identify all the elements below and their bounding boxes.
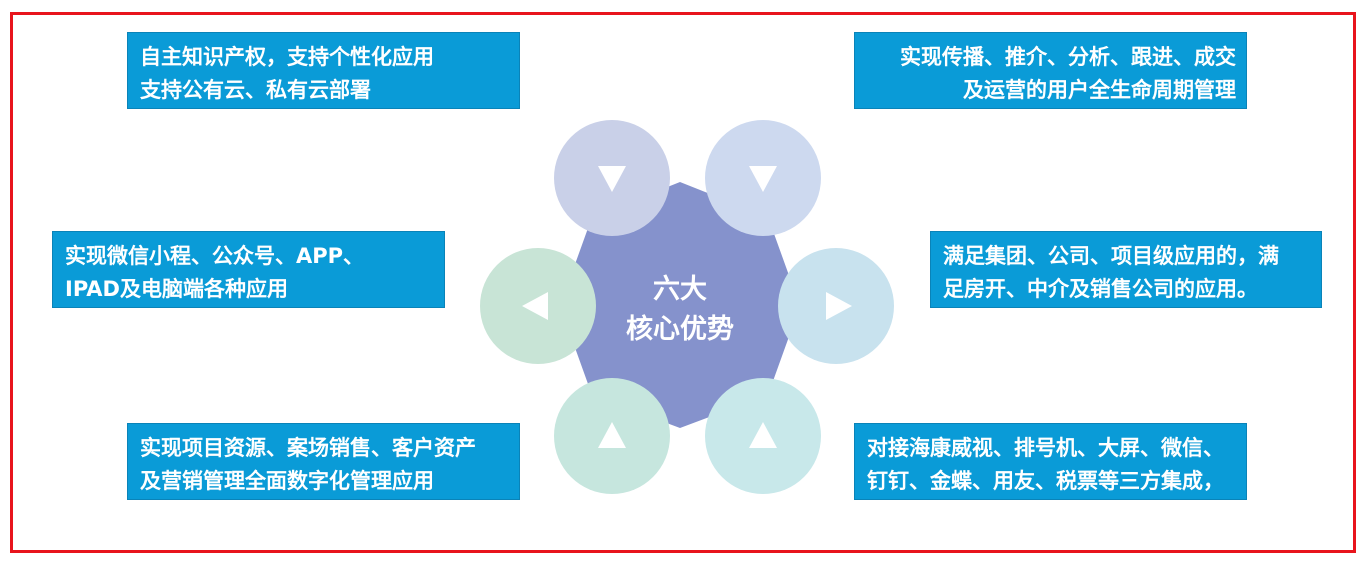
- arrow-down-icon: [598, 166, 626, 192]
- arrow-up-icon: [598, 422, 626, 448]
- arrow-up-icon: [749, 422, 777, 448]
- arrow-left-icon: [522, 292, 548, 320]
- outer-frame: [10, 12, 1356, 553]
- advantage-line: 支持公有云、私有云部署: [140, 78, 371, 102]
- advantage-line: 及营销管理全面数字化管理应用: [140, 469, 434, 493]
- advantage-box-top-right: 实现传播、推介、分析、跟进、成交 及运营的用户全生命周期管理: [854, 32, 1247, 109]
- arrow-down-icon: [749, 166, 777, 192]
- advantages-diagram: [480, 120, 894, 494]
- center-title: 六大 核心优势: [580, 270, 780, 350]
- arrow-right-icon: [826, 292, 852, 320]
- center-title-line: 核心优势: [626, 314, 734, 345]
- advantage-line: 满足集团、公司、项目级应用的，满: [943, 244, 1279, 268]
- advantage-line: 钉钉、金蝶、用友、税票等三方集成，: [867, 469, 1224, 493]
- center-hexagon: [560, 182, 800, 428]
- advantage-line: 及运营的用户全生命周期管理: [963, 78, 1236, 102]
- advantage-box-middle-left: 实现微信小程、公众号、APP、 IPAD及电脑端各种应用: [52, 231, 445, 308]
- advantage-line: 对接海康威视、排号机、大屏、微信、: [867, 436, 1224, 460]
- advantage-line: IPAD及电脑端各种应用: [65, 277, 288, 301]
- advantage-box-bottom-right: 对接海康威视、排号机、大屏、微信、 钉钉、金蝶、用友、税票等三方集成，: [854, 423, 1247, 500]
- advantage-line: 实现微信小程、公众号、APP、: [65, 244, 365, 268]
- advantage-box-bottom-left: 实现项目资源、案场销售、客户资产 及营销管理全面数字化管理应用: [127, 423, 520, 500]
- advantage-box-top-left: 自主知识产权，支持个性化应用 支持公有云、私有云部署: [127, 32, 520, 109]
- advantage-line: 实现传播、推介、分析、跟进、成交: [900, 45, 1236, 69]
- advantage-line: 自主知识产权，支持个性化应用: [140, 45, 434, 69]
- advantage-box-middle-right: 满足集团、公司、项目级应用的，满 足房开、中介及销售公司的应用。: [930, 231, 1322, 308]
- center-title-line: 六大: [653, 274, 707, 305]
- advantage-line: 实现项目资源、案场销售、客户资产: [140, 436, 476, 460]
- advantage-line: 足房开、中介及销售公司的应用。: [943, 277, 1258, 301]
